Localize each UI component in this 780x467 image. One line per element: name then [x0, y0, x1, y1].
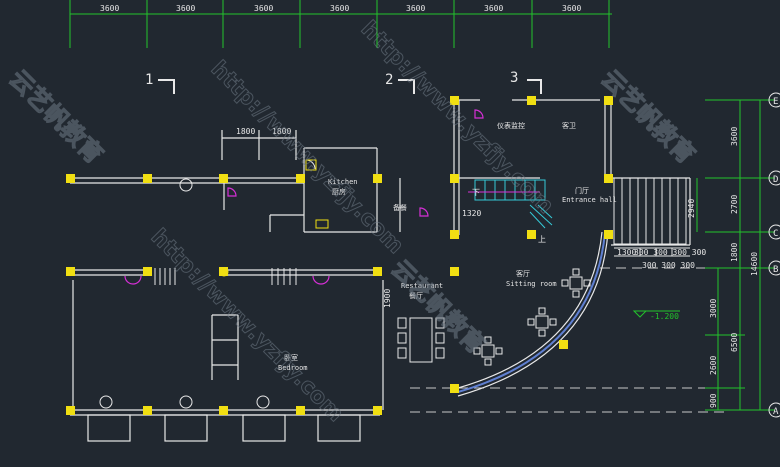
- top-dim-4: 3600: [330, 4, 349, 13]
- top-dim-3: 3600: [254, 4, 273, 13]
- watermark-url-3: http://www.yzfjy.com: [146, 225, 348, 427]
- label-restaurant-en: Restaurant: [401, 282, 443, 290]
- axis-A: A: [773, 407, 779, 417]
- kitchen-dim-1: 1800: [236, 127, 255, 136]
- inner-dim-1300: 1300: [617, 248, 636, 257]
- axis-D: D: [773, 175, 778, 185]
- dining-table: [397, 317, 445, 363]
- stair-down-label: 下: [472, 188, 480, 197]
- label-monitor-cn: 仪表监控: [497, 121, 525, 130]
- watermark-brand-1: 云艺帆教育: [4, 64, 109, 169]
- columns: [66, 96, 613, 415]
- side-dim-2940: 2940: [687, 199, 696, 218]
- axis-letters: E D C B A: [773, 97, 779, 417]
- kitchen-dim-2: 1800: [272, 127, 291, 136]
- sofa-sets: [473, 268, 591, 366]
- curved-wall: [457, 231, 609, 397]
- right-dim-3000: 3000: [709, 299, 718, 318]
- watermark-url-1: http://www.yzfjy.com: [206, 57, 408, 259]
- inner-dim-300-row: 300 300 300 300: [634, 248, 706, 257]
- right-dim-900: 900: [709, 393, 718, 408]
- vent-bars: [154, 268, 297, 285]
- right-dimension-texts: 3600 2700 1800 3000 2600 900 14600 6500 …: [687, 127, 759, 408]
- axis-bubbles: [768, 92, 780, 418]
- axis-E: E: [773, 97, 778, 107]
- top-dim-1: 3600: [100, 4, 119, 13]
- label-bedroom-cn: 卧室: [284, 353, 298, 362]
- view-mark-1: 1: [145, 72, 153, 88]
- bottom-dashed-lines: [410, 267, 725, 413]
- entrance-stair: [613, 177, 687, 245]
- label-entrance-cn: 门厅: [575, 186, 589, 195]
- label-stair-cn: 备餐: [393, 203, 407, 212]
- right-dim-2600: 2600: [709, 356, 718, 375]
- walls: [70, 99, 691, 442]
- watermark-url-2: http://www.yzfjy.com: [356, 17, 558, 219]
- axis-B: B: [773, 265, 778, 275]
- view-mark-2: 2: [385, 72, 393, 88]
- inner-dim-1900: 1900: [383, 289, 392, 308]
- top-dimension-texts: 3600 3600 3600 3600 3600 3600 3600: [100, 4, 581, 13]
- stair-up-label: 上: [538, 235, 546, 244]
- right-total-14600: 14600: [750, 252, 759, 276]
- top-dim-6: 3600: [484, 4, 503, 13]
- top-dim-5: 3600: [406, 4, 425, 13]
- right-dim-3600: 3600: [730, 127, 739, 146]
- right-dimension-chain: [696, 99, 775, 411]
- top-dim-2: 3600: [176, 4, 195, 13]
- top-dimension-chain: [69, 0, 612, 48]
- door-swings-white: [99, 159, 316, 409]
- label-guest-wc: 客卫: [562, 121, 576, 130]
- label-entrance-en: Entrance hall: [562, 196, 617, 204]
- top-dim-7: 3600: [562, 4, 581, 13]
- level-text: -1.200: [650, 312, 679, 321]
- label-kitchen-en: Kitchen: [328, 178, 358, 186]
- inner-dim-300-row-2: 300 300 300: [642, 261, 695, 270]
- view-marks: [158, 79, 542, 94]
- label-kitchen-cn: 厨房: [332, 187, 346, 196]
- label-restaurant-cn: 餐厅: [409, 291, 423, 300]
- label-sitting-en: Sitting room: [506, 280, 557, 288]
- view-mark-3: 3: [510, 70, 518, 86]
- entrance-steps-bottom: [614, 247, 690, 257]
- level-marker: -1.200: [632, 310, 680, 321]
- door-swings: [124, 109, 484, 285]
- right-dim-2700: 2700: [730, 195, 739, 214]
- axis-C: C: [773, 229, 778, 239]
- inner-dim-1320: 1320: [462, 209, 481, 218]
- watermark: http://www.yzfjy.com http://www.yzfjy.co…: [3, 16, 701, 427]
- label-bedroom-en: Bedroom: [278, 364, 308, 372]
- label-sitting-cn: 客厅: [516, 269, 530, 278]
- right-total-6500: 6500: [730, 333, 739, 352]
- inner-stair: [474, 179, 553, 229]
- right-dim-1800: 1800: [730, 243, 739, 262]
